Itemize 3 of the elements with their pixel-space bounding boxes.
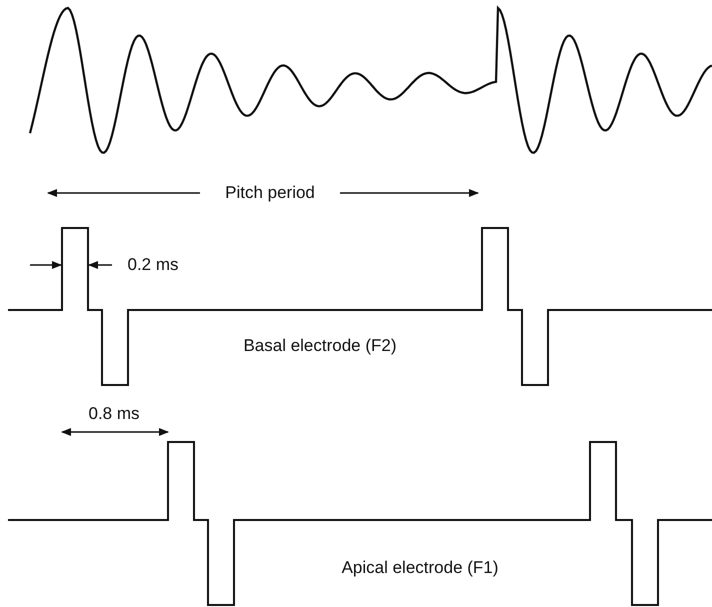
timing-label: 0.8 ms <box>87 403 141 425</box>
timing-label: Apical electrode (F1) <box>340 557 500 579</box>
timing-label: Basal electrode (F2) <box>242 335 398 357</box>
